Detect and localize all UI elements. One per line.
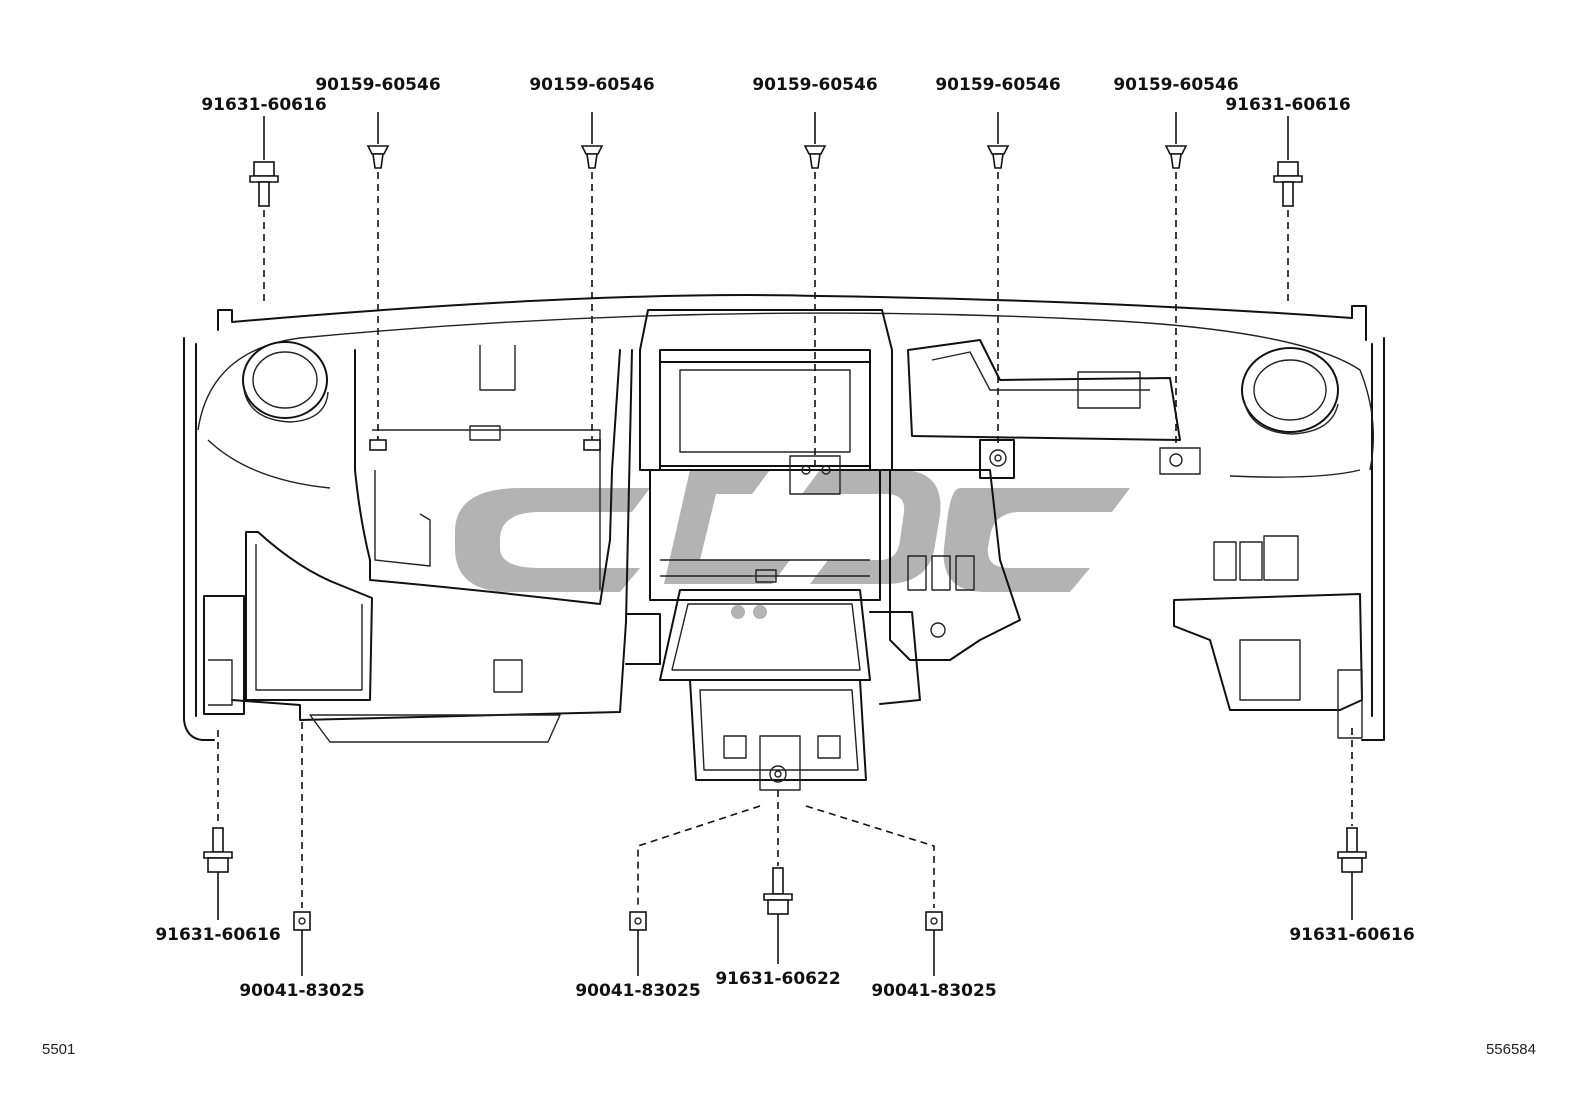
watermark-logo bbox=[455, 470, 1130, 619]
part-label-91631-60622[interactable]: 91631-60622 bbox=[715, 969, 840, 989]
part-label-91631-60616-top-right[interactable]: 91631-60616 bbox=[1225, 95, 1350, 115]
part-label-90159-60546-1[interactable]: 90159-60546 bbox=[315, 75, 440, 95]
part-label-91631-60616-top-left[interactable]: 91631-60616 bbox=[201, 95, 326, 115]
part-label-90041-83025-center-right[interactable]: 90041-83025 bbox=[871, 981, 996, 1001]
part-label-90159-60546-5[interactable]: 90159-60546 bbox=[1113, 75, 1238, 95]
part-label-90159-60546-2[interactable]: 90159-60546 bbox=[529, 75, 654, 95]
bolt-fastener-group bbox=[203, 116, 1367, 964]
part-label-91631-60616-bottom-right[interactable]: 91631-60616 bbox=[1289, 925, 1414, 945]
center-stack bbox=[639, 309, 893, 791]
footer-left-code: 5501 bbox=[42, 1041, 75, 1058]
instrument-panel-body bbox=[183, 294, 1385, 791]
clip-fastener-group bbox=[366, 112, 1188, 470]
left-vent bbox=[242, 341, 329, 423]
footer-right-code: 556584 bbox=[1486, 1041, 1536, 1058]
part-label-91631-60616-bottom-left[interactable]: 91631-60616 bbox=[155, 925, 280, 945]
part-label-90159-60546-4[interactable]: 90159-60546 bbox=[935, 75, 1060, 95]
right-lower-panel bbox=[1159, 447, 1363, 739]
part-label-90159-60546-3[interactable]: 90159-60546 bbox=[752, 75, 877, 95]
nut-fastener-group bbox=[293, 722, 943, 976]
part-label-90041-83025-left[interactable]: 90041-83025 bbox=[239, 981, 364, 1001]
right-vent bbox=[1241, 347, 1339, 435]
part-label-90041-83025-center-left[interactable]: 90041-83025 bbox=[575, 981, 700, 1001]
